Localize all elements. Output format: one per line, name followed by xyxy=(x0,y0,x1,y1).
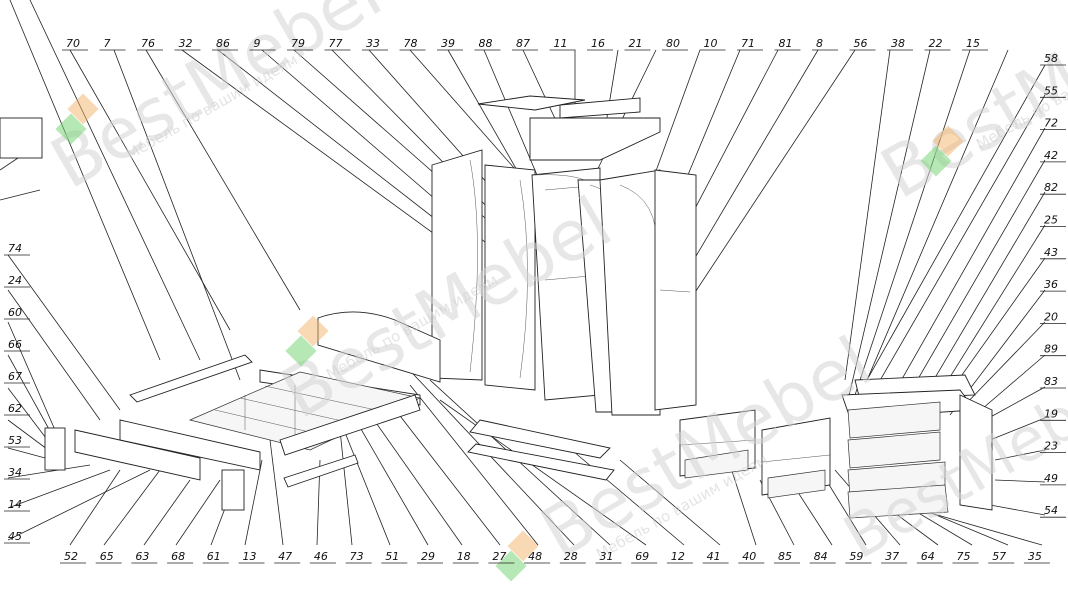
callout-label: 34 xyxy=(8,466,22,479)
top-callout-labels: 70 7 76 32 86 9 79 77 33 78 39 88 87 11 16 21 80 10 71 81 8 5… xyxy=(62,37,988,51)
right-callout-labels: 58 55 72 42 82 25 43 36 20 89 83 19 23 49 54 xyxy=(1040,52,1066,518)
callout-label: 39 xyxy=(441,37,455,50)
callout-label: 63 xyxy=(135,550,149,563)
callout-label: 37 xyxy=(885,550,899,563)
callout-label: 29 xyxy=(421,550,435,563)
callout-label: 33 xyxy=(366,37,380,50)
leader-lines xyxy=(0,0,1046,546)
callout-label: 20 xyxy=(1044,310,1058,323)
callout-label: 28 xyxy=(564,550,578,563)
callout-label: 76 xyxy=(141,37,155,50)
callout-label: 12 xyxy=(671,550,685,563)
callout-label: 32 xyxy=(179,37,193,50)
callout-label: 86 xyxy=(216,37,230,50)
callout-label: 69 xyxy=(635,550,649,563)
callout-label: 31 xyxy=(600,550,614,563)
callout-label: 40 xyxy=(742,550,756,563)
callout-label: 53 xyxy=(8,434,22,447)
callout-label: 42 xyxy=(1044,149,1058,162)
callout-label: 41 xyxy=(707,550,721,563)
callout-label: 57 xyxy=(992,550,1006,563)
left-callout-labels: 74 24 60 66 67 62 53 34 14 45 xyxy=(4,242,30,544)
callout-label: 77 xyxy=(329,37,343,50)
callout-label: 46 xyxy=(314,550,328,563)
callout-label: 14 xyxy=(8,498,22,511)
callout-label: 35 xyxy=(1028,550,1042,563)
callout-label: 89 xyxy=(1044,343,1058,356)
callout-label: 66 xyxy=(8,338,22,351)
callout-label: 47 xyxy=(278,550,292,563)
callout-label: 19 xyxy=(1044,407,1058,420)
callout-label: 13 xyxy=(243,550,257,563)
callout-label: 72 xyxy=(1044,117,1058,130)
callout-label: 60 xyxy=(8,306,22,319)
callout-label: 7 xyxy=(104,37,111,50)
callout-label: 75 xyxy=(957,550,971,563)
callout-label: 27 xyxy=(492,550,506,563)
callout-label: 73 xyxy=(350,550,364,563)
callout-label: 65 xyxy=(100,550,114,563)
callout-label: 56 xyxy=(854,37,868,50)
nightstand-parts xyxy=(679,409,831,499)
callout-label: 11 xyxy=(554,37,568,50)
callout-label: 10 xyxy=(704,37,718,50)
callout-label: 18 xyxy=(457,550,471,563)
callout-label: 54 xyxy=(1044,504,1058,517)
callout-label: 79 xyxy=(291,37,305,50)
watermark-layer: BestMebel BestMebel BestMebel BestMebel … xyxy=(38,0,1068,582)
callout-label: 16 xyxy=(591,37,605,50)
callout-label: 38 xyxy=(891,37,905,50)
callout-label: 64 xyxy=(921,550,935,563)
callout-label: 45 xyxy=(8,530,22,543)
callout-label: 71 xyxy=(741,37,755,50)
callout-label: 59 xyxy=(849,550,863,563)
callout-label: 43 xyxy=(1044,246,1058,259)
callout-label: 62 xyxy=(8,402,22,415)
callout-label: 8 xyxy=(816,37,823,50)
bottom-callout-labels: 52 65 63 68 61 13 47 46 73 51 29 18 27 48 28 31 69 12 41 40… xyxy=(60,550,1050,564)
callout-label: 88 xyxy=(479,37,493,50)
callout-label: 81 xyxy=(779,37,793,50)
callout-label: 25 xyxy=(1044,214,1058,227)
wardrobe-parts xyxy=(431,95,697,481)
callout-label: 23 xyxy=(1044,440,1058,453)
callout-label: 21 xyxy=(629,37,643,50)
callout-label: 82 xyxy=(1044,181,1058,194)
callout-label: 24 xyxy=(8,274,22,287)
callout-label: 80 xyxy=(666,37,680,50)
callout-label: 15 xyxy=(966,37,980,50)
chest-of-drawers-parts xyxy=(841,374,993,519)
callout-label: 78 xyxy=(404,37,418,50)
callout-label: 51 xyxy=(385,550,399,563)
callout-label: 68 xyxy=(171,550,185,563)
callout-label: 58 xyxy=(1044,52,1058,65)
callout-label: 52 xyxy=(64,550,78,563)
callout-label: 36 xyxy=(1044,278,1058,291)
bed-parts xyxy=(0,117,441,511)
callout-label: 9 xyxy=(254,37,261,50)
callout-label: 85 xyxy=(778,550,792,563)
callout-label: 74 xyxy=(8,242,22,255)
callout-label: 87 xyxy=(516,37,530,50)
callout-label: 61 xyxy=(207,550,221,563)
callout-label: 55 xyxy=(1044,84,1058,97)
callout-label: 22 xyxy=(929,37,943,50)
callout-label: 84 xyxy=(814,550,828,563)
callout-label: 48 xyxy=(528,550,542,563)
callout-label: 70 xyxy=(66,37,80,50)
callout-label: 83 xyxy=(1044,375,1058,388)
callout-label: 49 xyxy=(1044,472,1058,485)
callout-label: 67 xyxy=(8,370,22,383)
